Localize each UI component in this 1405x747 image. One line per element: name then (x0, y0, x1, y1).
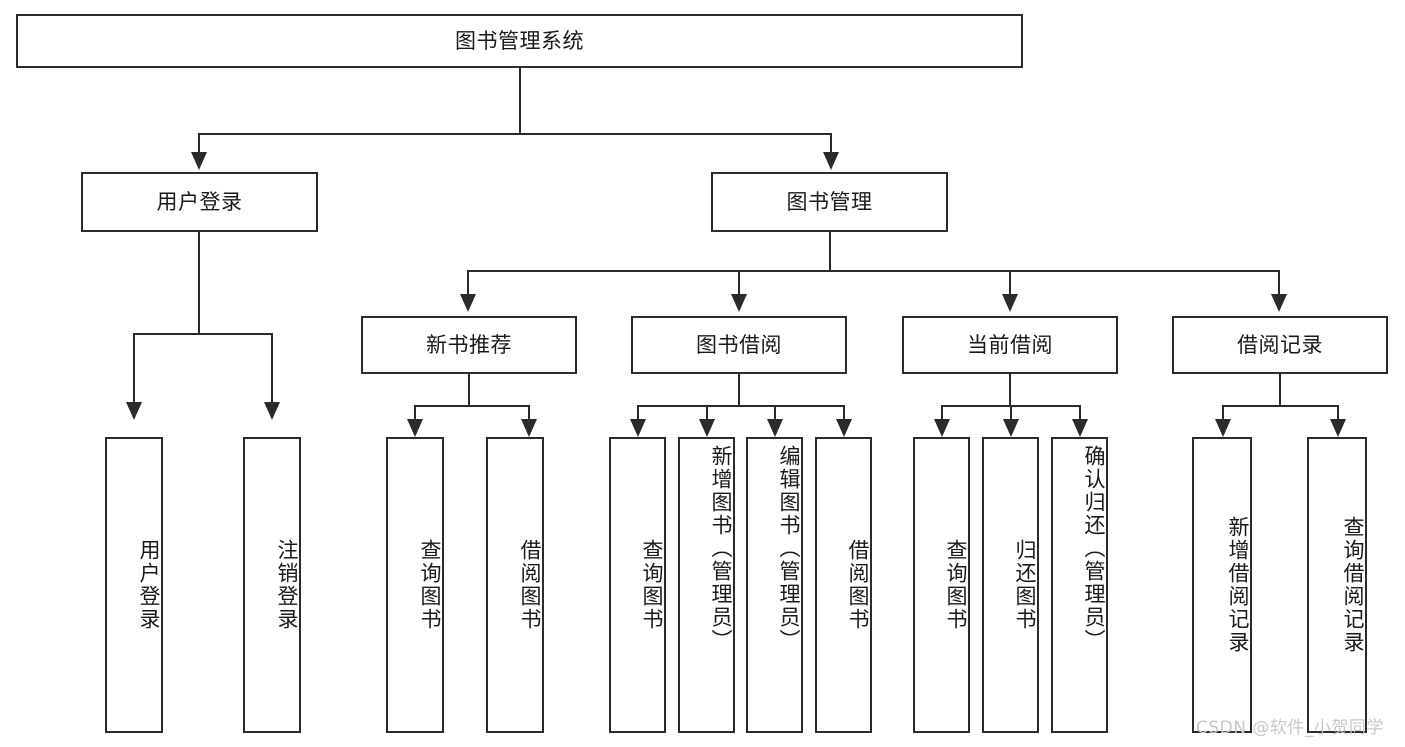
arrow-bb-query-book (630, 419, 646, 437)
node-label: 借阅记录 (1237, 332, 1323, 357)
leaf-logout[interactable]: 注销登录 (243, 437, 301, 733)
edge-drop-br-query (1337, 405, 1339, 427)
leaf-bb-borrow-book[interactable]: 借阅图书 (815, 437, 872, 733)
arrow-cb-query-book (934, 419, 950, 437)
edge-borrow-records-bus (1222, 405, 1338, 407)
leaf-cb-return-book[interactable]: 归还图书 (982, 437, 1039, 733)
arrow-user-login (191, 152, 207, 170)
node-label: 用户登录 (156, 189, 243, 214)
arrow-cb-confirm-return (1072, 419, 1088, 437)
node-current-borrow[interactable]: 当前借阅 (902, 316, 1118, 374)
arrow-leaf-user-login (126, 402, 142, 420)
node-label: 图书借阅 (696, 332, 782, 357)
edge-user-login-bus (133, 333, 273, 335)
node-label: 确认归还（管理员） (1082, 445, 1106, 652)
edge-drop-bb-query (637, 405, 639, 427)
edge-root-bus (198, 133, 832, 135)
node-label: 图书管理 (786, 189, 873, 214)
arrow-bb-edit-book (767, 419, 783, 437)
edge-drop-user-login (198, 133, 200, 155)
node-new-book-recommend[interactable]: 新书推荐 (361, 316, 577, 374)
edge-drop-book-borrow (738, 270, 740, 297)
edge-current-borrow-stem (1009, 374, 1011, 406)
edge-book-management-stem (829, 232, 831, 271)
edge-drop-bb-borrow (843, 405, 845, 427)
arrow-leaf-logout (264, 402, 280, 420)
node-book-borrow[interactable]: 图书借阅 (631, 316, 847, 374)
arrow-book-management (823, 152, 839, 170)
node-label: 新书推荐 (426, 332, 512, 357)
edge-drop-leaf-user-login (133, 333, 135, 405)
leaf-user-login[interactable]: 用户登录 (105, 437, 163, 733)
edge-drop-cb-return (1010, 405, 1012, 427)
node-root-book-management-system[interactable]: 图书管理系统 (16, 14, 1023, 68)
leaf-bb-query-book[interactable]: 查询图书 (609, 437, 666, 733)
edge-drop-leaf-logout (271, 333, 273, 405)
arrow-cb-return-book (1003, 419, 1019, 437)
edge-level3-bus (467, 270, 1279, 272)
csdn-watermark: CSDN @软件_小贺同学 (1196, 718, 1384, 738)
node-book-management[interactable]: 图书管理 (711, 172, 948, 232)
leaf-br-query-record[interactable]: 查询借阅记录 (1307, 437, 1367, 733)
edge-drop-bb-edit (774, 405, 776, 427)
edge-drop-nb-borrow (528, 405, 530, 427)
edge-book-borrow-stem (738, 374, 740, 406)
node-user-login[interactable]: 用户登录 (81, 172, 318, 232)
node-label: 借阅图书 (518, 539, 542, 631)
node-label: 图书管理系统 (455, 28, 584, 53)
arrow-new-book-recommend (460, 294, 476, 312)
edge-new-book-stem (468, 374, 470, 406)
leaf-bb-add-book[interactable]: 新增图书（管理员） (678, 437, 735, 733)
arrow-br-add-record (1215, 419, 1231, 437)
arrow-bb-add-book (699, 419, 715, 437)
edge-drop-nb-query (414, 405, 416, 427)
node-label: 归还图书 (1013, 539, 1037, 631)
node-label: 借阅图书 (846, 539, 870, 631)
arrow-br-query-record (1330, 419, 1346, 437)
edge-drop-cb-confirm (1079, 405, 1081, 427)
node-label: 查询图书 (640, 539, 664, 631)
edge-drop-cb-query (941, 405, 943, 427)
leaf-cb-confirm-return[interactable]: 确认归还（管理员） (1051, 437, 1108, 733)
edge-drop-borrow-records (1278, 270, 1280, 297)
leaf-nb-query-book[interactable]: 查询图书 (386, 437, 444, 733)
edge-drop-br-add (1222, 405, 1224, 427)
edge-drop-book-management (830, 133, 832, 155)
edge-new-book-bus (414, 405, 530, 407)
leaf-bb-edit-book[interactable]: 编辑图书（管理员） (746, 437, 803, 733)
arrow-borrow-records (1271, 294, 1287, 312)
node-label: 当前借阅 (967, 332, 1053, 357)
edge-drop-bb-add (706, 405, 708, 427)
edge-drop-current-borrow (1009, 270, 1011, 297)
arrow-current-borrow (1002, 294, 1018, 312)
leaf-br-add-record[interactable]: 新增借阅记录 (1192, 437, 1252, 733)
node-label: 注销登录 (275, 539, 299, 631)
node-label: 用户登录 (137, 539, 161, 631)
edge-borrow-records-stem (1279, 374, 1281, 406)
arrow-nb-query-book (407, 419, 423, 437)
node-borrow-records[interactable]: 借阅记录 (1172, 316, 1388, 374)
node-label: 查询图书 (944, 539, 968, 631)
arrow-nb-borrow-book (521, 419, 537, 437)
edge-user-login-stem (198, 232, 200, 334)
node-label: 新增图书（管理员） (709, 445, 733, 652)
edge-drop-new-book (467, 270, 469, 297)
edge-book-borrow-bus (637, 405, 845, 407)
node-label: 查询借阅记录 (1341, 516, 1365, 654)
node-label: 新增借阅记录 (1226, 516, 1250, 654)
edge-root-stem (519, 68, 521, 134)
arrow-book-borrow (731, 294, 747, 312)
node-label: 查询图书 (418, 539, 442, 631)
leaf-nb-borrow-book[interactable]: 借阅图书 (486, 437, 544, 733)
node-label: 编辑图书（管理员） (777, 445, 801, 652)
leaf-cb-query-book[interactable]: 查询图书 (913, 437, 970, 733)
arrow-bb-borrow-book (836, 419, 852, 437)
